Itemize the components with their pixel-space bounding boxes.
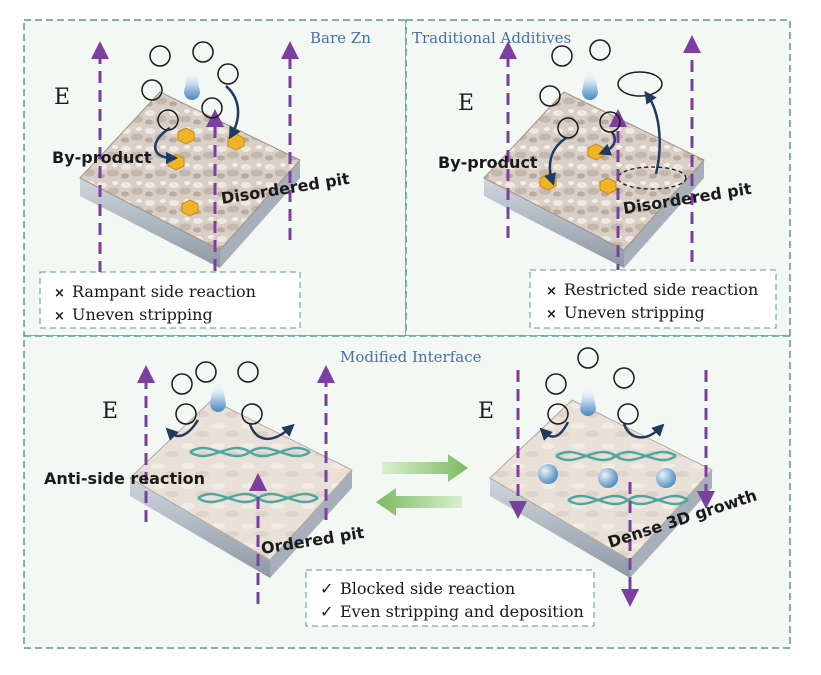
zn-ion-drop	[582, 70, 598, 100]
ion-circle	[599, 111, 621, 133]
note-check: ✓	[320, 602, 333, 621]
reaction-path-arrow	[248, 423, 295, 440]
ion-circle	[192, 41, 214, 63]
polymer-chain	[567, 494, 689, 506]
byproduct-label: By-product	[52, 148, 152, 167]
note-mark: ×	[546, 284, 557, 299]
note-text: Uneven stripping	[72, 305, 213, 324]
zn-deposit-sphere	[656, 468, 676, 488]
zn-slab-surface	[79, 91, 301, 251]
anti-side-reaction-label: Anti-side reaction	[44, 469, 205, 488]
panel-title-traditional-additives: Traditional Additives	[412, 29, 571, 47]
zn-slab-side	[484, 178, 624, 268]
polymer-chain	[189, 446, 311, 458]
reverse-process-arrow	[376, 488, 462, 516]
ion-circle	[175, 403, 197, 425]
note-text: Even stripping and deposition	[340, 602, 584, 621]
zn-slab-surface	[483, 91, 705, 251]
panel-title-modified-interface: Modified Interface	[340, 348, 482, 366]
modified-interface-deposition-illustration: E Dense 3D growth	[478, 347, 759, 607]
ion-circle	[617, 403, 639, 425]
polymer-chain	[555, 450, 677, 462]
ion-circle	[613, 367, 635, 389]
zn-ion-drop	[184, 70, 200, 100]
disordered-pit-outline	[617, 166, 687, 190]
reaction-path-arrow	[598, 131, 616, 156]
zn-slab-side-right	[220, 160, 300, 268]
note-mark: ×	[54, 286, 65, 301]
panel-title-bare-zn: Bare Zn	[310, 29, 371, 47]
byproduct-crystal	[227, 133, 245, 151]
ion-circle	[171, 373, 193, 395]
zn-slab-side	[130, 478, 270, 578]
note-text: Uneven stripping	[564, 303, 705, 322]
note-text: Blocked side reaction	[340, 579, 515, 598]
zn-deposit-sphere	[598, 468, 618, 488]
note-text: Rampant side reaction	[72, 282, 256, 301]
bare-zn-illustration: E By-product Disordered pit	[52, 41, 351, 292]
modified-interface-notes-box	[305, 569, 595, 627]
traditional-additives-notes-box	[529, 269, 777, 329]
ion-circle	[237, 361, 259, 383]
reaction-path-arrow	[165, 419, 200, 441]
reaction-path-arrow	[225, 85, 241, 140]
ion-circle	[217, 63, 239, 85]
zn-ion-drop	[580, 386, 596, 416]
ion-circle	[551, 45, 573, 67]
zn-slab-side	[80, 178, 220, 268]
bare-zn-notes-box	[39, 271, 301, 329]
reaction-path-arrow	[154, 126, 179, 165]
note-check: ✓	[320, 579, 333, 598]
released-ion-ring	[617, 71, 663, 97]
reaction-path-arrow	[544, 136, 567, 186]
zn-slab-side-right	[624, 160, 704, 268]
ion-circle	[545, 373, 567, 395]
byproduct-crystal	[177, 127, 195, 145]
reaction-path-arrow	[539, 421, 570, 441]
zn-slab-side-right	[270, 470, 352, 578]
modified-interface-stripping-illustration: E Anti-side reaction Ordered pit	[44, 361, 366, 604]
field-label: E	[102, 399, 118, 424]
note-mark: ×	[54, 309, 65, 324]
zn-deposit-sphere	[538, 464, 558, 484]
ion-circle	[547, 403, 569, 425]
note-mark: ×	[546, 307, 557, 322]
byproduct-crystal	[587, 143, 605, 161]
reaction-path-arrow	[644, 90, 661, 175]
ion-circle	[557, 117, 579, 139]
zn-ion-drop	[210, 382, 226, 412]
field-label: E	[458, 91, 474, 116]
byproduct-crystal	[539, 173, 557, 191]
ion-circle	[195, 361, 217, 383]
ion-circle	[141, 79, 163, 101]
field-label: E	[54, 85, 70, 110]
byproduct-label: By-product	[438, 153, 538, 172]
ion-circle	[241, 403, 263, 425]
zn-slab-surface	[129, 399, 353, 561]
ion-circle	[539, 85, 561, 107]
note-text: Restricted side reaction	[564, 280, 758, 299]
zn-slab-side-right	[630, 470, 712, 578]
ion-circle	[577, 347, 599, 369]
byproduct-crystal	[599, 177, 617, 195]
reaction-path-arrow	[622, 423, 665, 439]
ion-circle	[589, 39, 611, 61]
byproduct-crystal	[181, 199, 199, 217]
forward-process-arrow	[382, 454, 468, 482]
field-label: E	[478, 399, 494, 424]
ion-circle	[149, 45, 171, 67]
byproduct-crystal	[167, 153, 185, 171]
ion-circle	[201, 97, 223, 119]
